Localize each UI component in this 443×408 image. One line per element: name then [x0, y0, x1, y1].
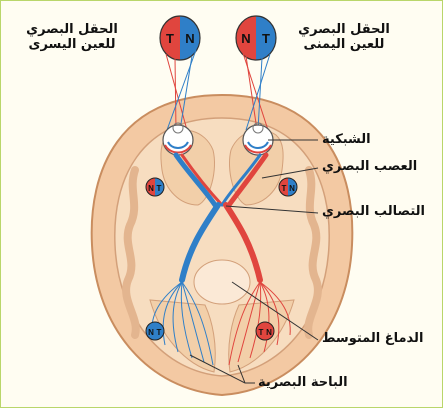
left-visual-field-label: الحقل البصري للعين اليسرى: [24, 22, 120, 52]
small-ul-b: T: [157, 184, 162, 193]
left-visual-field-line2: للعين اليسرى: [24, 37, 120, 52]
left-visual-field-line1: الحقل البصري: [24, 22, 120, 37]
left-circle-t: T: [166, 31, 174, 46]
small-ul-a: N: [148, 184, 154, 193]
small-lr-a: T: [259, 328, 264, 337]
visual-area-label: الباحة البصرية: [258, 375, 348, 390]
retina-label: الشبكية: [322, 132, 371, 147]
right-circle-t: T: [262, 31, 270, 46]
optic-nerve-label: العصب البصري: [322, 159, 417, 174]
small-ll-b: T: [157, 328, 162, 337]
right-circle-n: N: [241, 31, 250, 46]
small-ll-a: N: [148, 328, 154, 337]
midbrain-shape: [194, 260, 250, 304]
right-visual-field-line1: الحقل البصري: [296, 22, 392, 37]
small-ur-a: T: [282, 184, 287, 193]
small-lr-b: N: [266, 328, 272, 337]
right-visual-field-line2: للعين اليمنى: [296, 37, 392, 52]
right-visual-field-label: الحقل البصري للعين اليمنى: [296, 22, 392, 52]
left-circle-n: N: [185, 31, 194, 46]
optic-chiasm-label: التصالب البصري: [322, 204, 425, 219]
midbrain-label: الدماغ المتوسط: [322, 331, 423, 346]
small-ur-b: N: [289, 184, 295, 193]
